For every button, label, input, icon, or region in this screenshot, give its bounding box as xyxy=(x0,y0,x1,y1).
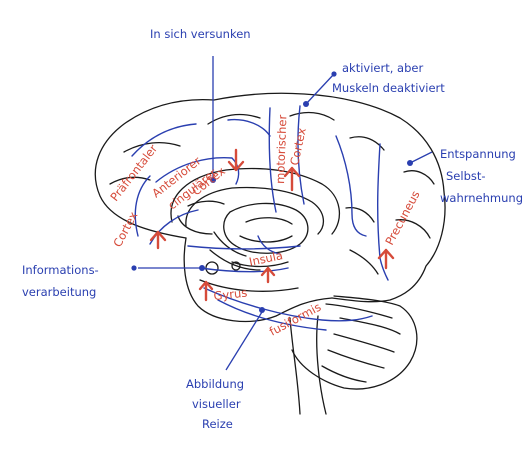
region-motorischer: motorischer xyxy=(273,114,289,184)
arrow-insula-up xyxy=(260,266,276,284)
label-informations-line2: verarbeitung xyxy=(22,285,96,299)
label-entspannung: Entspannung xyxy=(440,147,516,161)
label-abbildung-line3: Reize xyxy=(202,417,233,431)
region-cortex-motor: Cortex xyxy=(287,126,309,166)
label-abbildung-line2: visueller xyxy=(192,397,241,411)
arrow-precuneus-up xyxy=(377,248,395,270)
region-precuneus: Precuneus xyxy=(382,188,422,247)
label-informations-line1: Informations- xyxy=(22,263,99,277)
pointer-dots xyxy=(131,71,413,313)
label-selbst-line1: Selbst- xyxy=(446,169,486,183)
label-in-sich-versunken: In sich versunken xyxy=(150,27,251,41)
blue-contour-lines xyxy=(131,105,389,331)
pointer-lines xyxy=(138,56,433,371)
label-abbildung-line1: Abbildung xyxy=(186,377,244,391)
region-gyrus: Gyrus xyxy=(213,286,248,303)
arrow-motor-up xyxy=(283,166,301,192)
label-selbst-line2: wahrnehmung xyxy=(440,191,523,205)
arrow-gyrus-up xyxy=(198,280,214,302)
label-aktiviert-line2: Muskeln deaktiviert xyxy=(332,81,445,95)
label-aktiviert-line1: aktiviert, aber xyxy=(342,61,423,75)
arrow-pfc-up xyxy=(149,230,167,250)
arrow-acc-down xyxy=(227,148,245,172)
region-insula: Insula xyxy=(248,248,284,269)
red-arrows xyxy=(149,148,395,302)
